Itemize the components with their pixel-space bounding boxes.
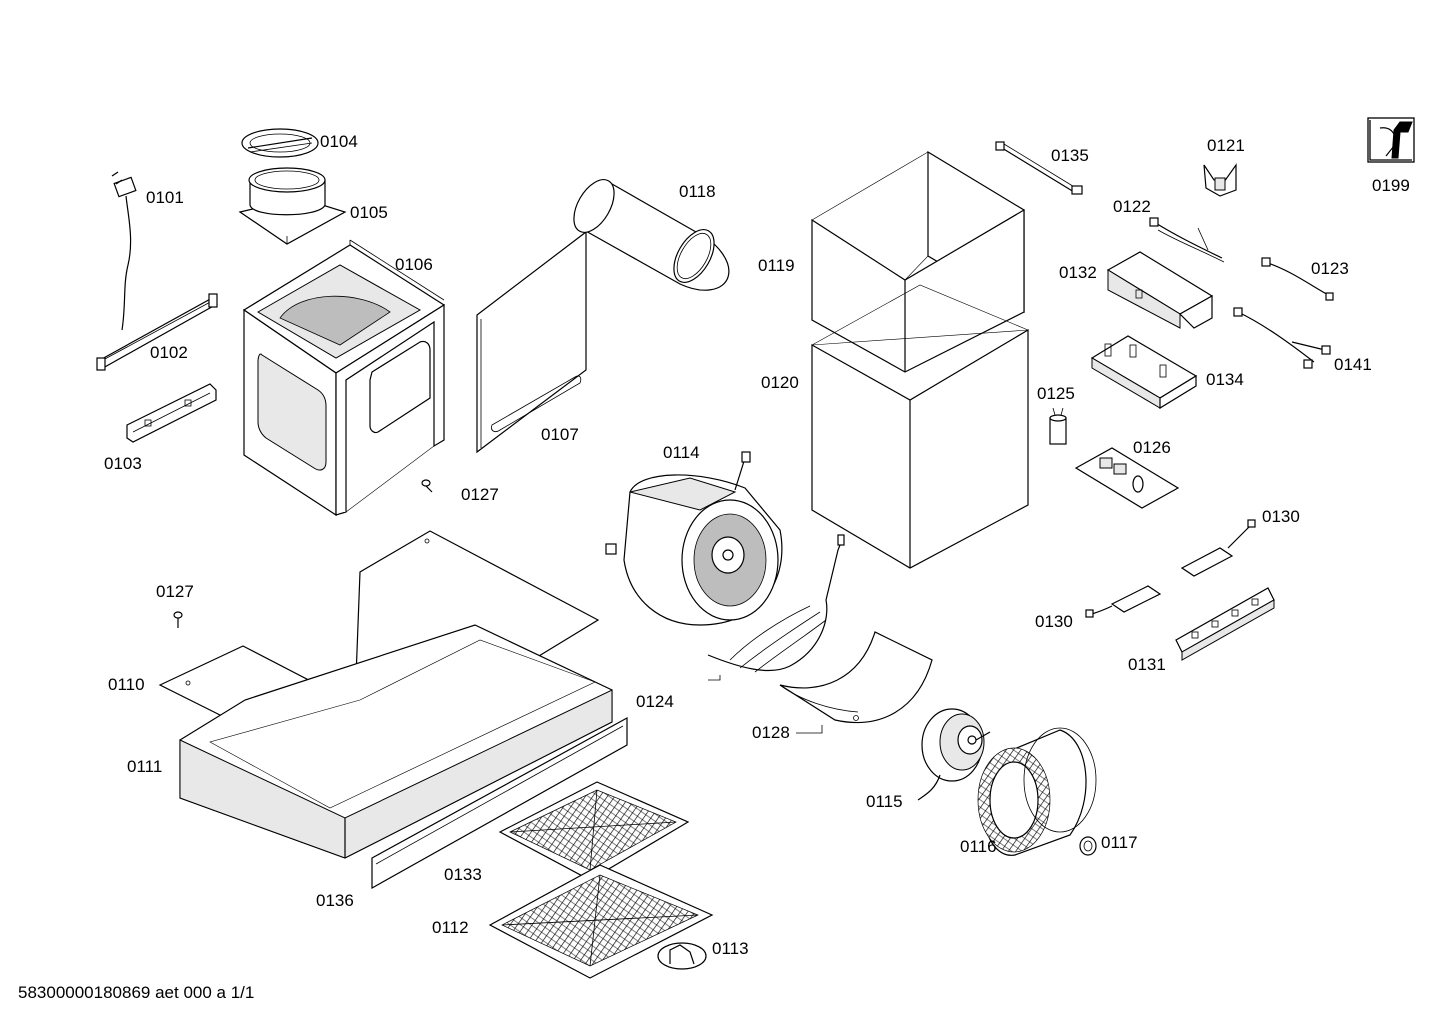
part-0130-module-lower[interactable] <box>1085 585 1162 618</box>
label-0120: 0120 <box>761 373 799 392</box>
label-0115: 0115 <box>866 792 903 811</box>
part-0127-screw-lower[interactable] <box>173 611 183 628</box>
part-0112-filter-grille[interactable] <box>488 864 714 979</box>
label-0130-upper: 0130 <box>1262 507 1300 526</box>
label-0112: 0112 <box>432 918 469 937</box>
label-0131: 0131 <box>1128 655 1166 674</box>
part-0116-fan-wheel[interactable] <box>977 727 1097 856</box>
part-0141-cable[interactable] <box>1233 307 1331 369</box>
label-0123: 0123 <box>1311 259 1349 278</box>
label-0126: 0126 <box>1133 438 1171 457</box>
label-0136: 0136 <box>316 891 354 910</box>
label-0117: 0117 <box>1101 833 1138 852</box>
label-0132: 0132 <box>1059 263 1097 282</box>
label-0134: 0134 <box>1206 370 1244 389</box>
label-0141: 0141 <box>1334 355 1372 374</box>
label-0105: 0105 <box>350 203 388 222</box>
part-0132-electronics-housing[interactable] <box>1106 251 1214 329</box>
label-0103: 0103 <box>104 454 142 473</box>
part-0114-blower-housing[interactable] <box>605 451 783 626</box>
part-0118-filter-cylinder[interactable] <box>566 173 730 291</box>
label-0118: 0118 <box>679 182 716 201</box>
label-0135: 0135 <box>1051 146 1089 165</box>
part-0131-switch-module[interactable] <box>1175 587 1275 661</box>
label-0101: 0101 <box>146 188 184 207</box>
label-0113: 0113 <box>712 939 749 958</box>
part-0124-cable-coil[interactable] <box>707 534 845 681</box>
part-0128-curved-cover[interactable] <box>779 631 933 734</box>
label-0133: 0133 <box>444 865 482 884</box>
label-0121: 0121 <box>1207 136 1245 155</box>
part-0117-hub-nut[interactable] <box>1079 836 1097 856</box>
part-0122-cable[interactable] <box>1149 217 1225 263</box>
label-0119: 0119 <box>758 256 795 275</box>
part-0107-rear-panel[interactable] <box>476 230 587 454</box>
part-0101-power-cord[interactable] <box>111 171 137 331</box>
label-0127-lower: 0127 <box>156 582 194 601</box>
part-0130-module-upper[interactable] <box>1180 519 1256 577</box>
part-0105-air-outlet-spigot[interactable] <box>238 167 347 245</box>
label-0128: 0128 <box>752 723 790 742</box>
part-0120-lower-chimney[interactable] <box>811 284 1029 569</box>
part-0119-upper-chimney[interactable] <box>811 150 1025 373</box>
part-0134-terminal-box[interactable] <box>1090 335 1198 410</box>
part-0103-bracket[interactable] <box>126 383 217 443</box>
label-0106: 0106 <box>395 255 433 274</box>
part-0121-holder[interactable] <box>1203 163 1237 197</box>
label-0127-upper: 0127 <box>461 485 499 504</box>
part-0126-circuit-board[interactable] <box>1074 447 1180 509</box>
part-0106-housing-frame[interactable] <box>242 239 446 517</box>
part-0125-capacitor[interactable] <box>1049 407 1067 445</box>
part-0113-filter-clip[interactable] <box>657 942 707 970</box>
label-0116: 0116 <box>960 837 997 856</box>
label-0102: 0102 <box>150 343 188 362</box>
label-0122: 0122 <box>1113 197 1151 216</box>
label-0110: 0110 <box>108 675 145 694</box>
part-0135-connecting-cable[interactable] <box>995 141 1083 195</box>
part-0104-damper-flap[interactable] <box>241 128 319 158</box>
part-0133-grease-filter[interactable] <box>498 781 690 881</box>
label-0124: 0124 <box>636 692 674 711</box>
drawing-number-footer: 58300000180869 aet 000 a 1/1 <box>18 983 254 1002</box>
part-0111-canopy-body[interactable] <box>179 624 613 859</box>
label-0104: 0104 <box>320 132 358 151</box>
label-0199: 0199 <box>1372 176 1410 195</box>
part-0102-mounting-rail[interactable] <box>96 293 218 371</box>
label-0130-lower: 0130 <box>1035 612 1073 631</box>
label-0125: 0125 <box>1037 384 1075 403</box>
part-0123-cable[interactable] <box>1261 257 1334 301</box>
wrench-icon[interactable] <box>1367 117 1415 163</box>
part-0136-front-trim[interactable] <box>371 716 628 890</box>
part-0127-screw-upper[interactable] <box>421 479 433 493</box>
part-0115-fan-motor[interactable] <box>917 708 991 801</box>
label-0111: 0111 <box>127 757 162 776</box>
label-0114: 0114 <box>663 443 700 462</box>
label-0107: 0107 <box>541 425 579 444</box>
